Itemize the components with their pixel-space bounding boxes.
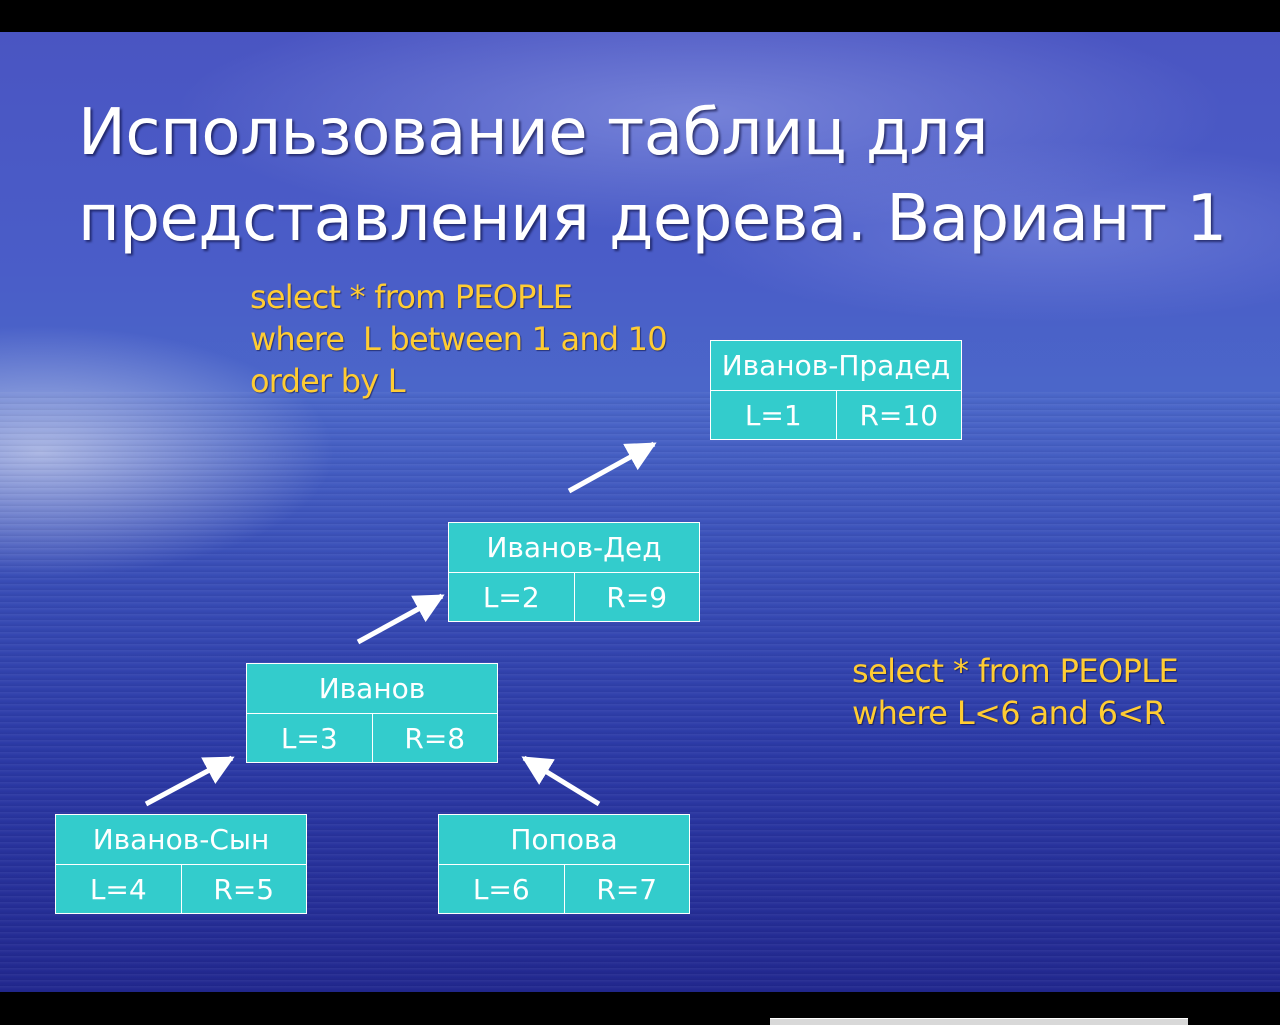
query-line: where L between 1 and 10 [250,320,668,358]
node-right-value: R=7 [563,865,690,914]
node-grandfather: Иванов-Дед L=2 R=9 [448,522,700,622]
node-left-value: L=6 [472,873,530,906]
node-right-value: R=5 [180,865,307,914]
node-left-value: L=3 [280,722,338,755]
arrow-daughter-to-father [521,755,601,807]
node-left-value: L=2 [482,581,540,614]
node-name: Попова [439,815,689,865]
arrow-son-to-father [144,755,235,807]
slide: Использование таблиц для представления д… [0,32,1280,992]
query-line: select * from PEOPLE [250,278,573,316]
arrow-grandfather-to-great-grandfather [567,441,657,494]
query-line: order by L [250,362,406,400]
node-name: Иванов-Дед [449,523,699,573]
query-descendants: select * from PEOPLE where L between 1 a… [250,276,668,402]
title-line-1: Использование таблиц для [78,96,988,170]
node-great-grandfather: Иванов-Прадед L=1 R=10 [710,340,962,440]
slide-title: Использование таблиц для представления д… [78,90,1227,262]
arrow-father-to-grandfather [356,593,445,645]
node-name: Иванов-Прадед [711,341,961,391]
node-right-value: R=8 [371,714,498,763]
query-line: where L<6 and 6<R [852,694,1166,732]
query-line: select * from PEOPLE [852,652,1179,690]
tree-arrows [144,441,657,807]
node-daughter: Попова L=6 R=7 [438,814,690,914]
node-left-value: L=4 [89,873,147,906]
node-right-value: R=9 [573,573,700,622]
title-line-2: представления дерева. Вариант 1 [78,182,1227,256]
node-name: Иванов-Сын [56,815,306,865]
node-father: Иванов L=3 R=8 [246,663,498,763]
node-name: Иванов [247,664,497,714]
node-left-value: L=1 [744,399,802,432]
query-ancestors: select * from PEOPLE where L<6 and 6<R [852,650,1179,734]
taskbar-strip [770,1018,1188,1025]
node-right-value: R=10 [835,391,962,440]
node-son: Иванов-Сын L=4 R=5 [55,814,307,914]
